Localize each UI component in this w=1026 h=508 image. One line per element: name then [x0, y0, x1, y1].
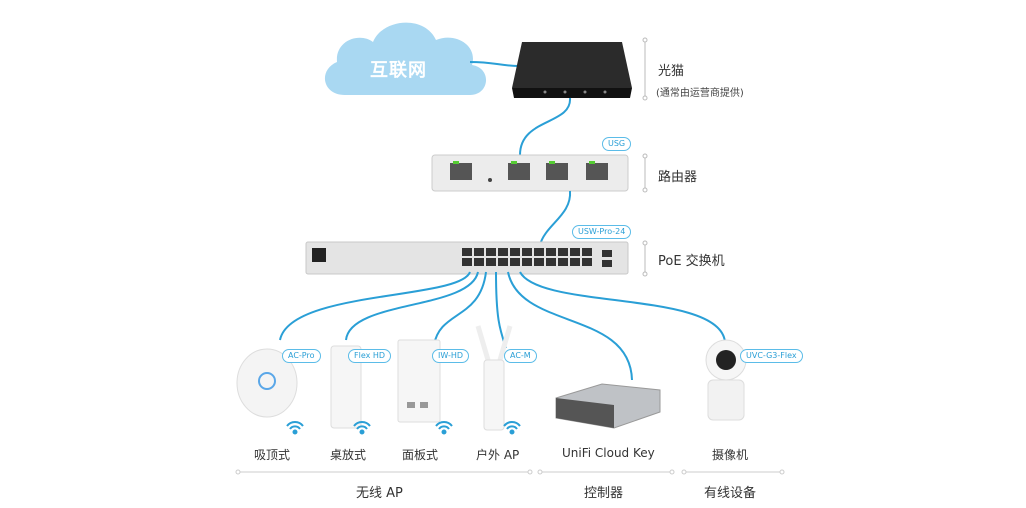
link-router-switch [539, 190, 572, 246]
label-connectors [642, 37, 648, 277]
device-label-cloud-key: UniFi Cloud Key [562, 446, 655, 460]
device-label-desktop: 桌放式 [330, 448, 367, 462]
switch-links [279, 271, 726, 381]
ap-outdoor-device [475, 325, 513, 431]
device-label-outdoor: 户外 AP [476, 448, 520, 462]
ap-ceiling-device [236, 348, 298, 418]
switch-label: PoE 交换机 [658, 254, 725, 269]
link-cloud-modem [469, 61, 521, 67]
device-label-ceiling: 吸顶式 [254, 448, 291, 462]
cloud-label: 互联网 [370, 60, 427, 81]
switch-tag: USW-Pro-24 [572, 225, 632, 239]
device-label-camera: 摄像机 [712, 448, 749, 462]
router-label: 路由器 [658, 170, 698, 185]
device-tag-ac-m: AC-M [504, 349, 537, 363]
cloud-icon [324, 22, 487, 95]
camera-device [705, 339, 747, 421]
device-tag-uvc-g3-flex: UVC-G3-Flex [740, 349, 803, 363]
group-label-controller: 控制器 [584, 486, 624, 501]
router-device [431, 154, 629, 192]
device-tag-ac-pro: AC-Pro [282, 349, 321, 363]
wifi-icons [286, 421, 521, 435]
group-label-wireless-ap: 无线 AP [356, 486, 403, 501]
device-tag-iw-hd: IW-HD [432, 349, 470, 363]
group-label-wired: 有线设备 [704, 486, 757, 501]
cloud-key-device [555, 383, 661, 429]
group-dividers [235, 469, 785, 475]
router-tag: USG [602, 137, 632, 151]
modem-label: 光猫 [658, 64, 685, 79]
ap-wall-device [397, 339, 441, 423]
device-tag-flex-hd: Flex HD [348, 349, 392, 363]
switch-device [305, 241, 629, 275]
link-modem-router [519, 97, 572, 156]
ap-desktop-device [330, 345, 362, 429]
device-label-wall: 面板式 [402, 448, 439, 462]
modem-device [512, 42, 632, 98]
modem-note: (通常由运营商提供) [656, 88, 744, 99]
